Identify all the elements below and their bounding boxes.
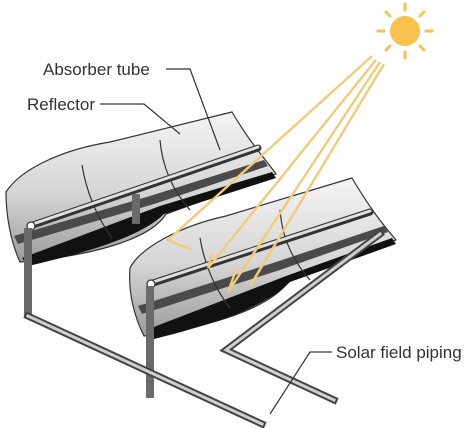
absorber-tube-leader [166, 68, 221, 151]
front-reflector-stripe [146, 238, 396, 340]
front-reflector-stripe [138, 226, 388, 314]
front-trough-row [129, 177, 398, 398]
back-support-post [132, 194, 140, 224]
back-trough-row [5, 111, 277, 316]
absorber-tube-label: Absorber tube [43, 60, 150, 79]
sun-icon [376, 2, 434, 60]
front-segment-divider [199, 237, 231, 309]
reflector-label: Reflector [27, 95, 95, 114]
front-segment-divider [279, 209, 311, 281]
back-reflector-stripe [14, 160, 268, 244]
back-reflector-stripe [22, 172, 276, 266]
reflector-leader [100, 103, 181, 135]
front-absorber-tube-highlight [148, 209, 372, 285]
leader-lines [100, 68, 332, 415]
solar-field-piping-label: Solar field piping [336, 343, 462, 362]
solar-field-piping [23, 229, 385, 428]
sunlight-rays [165, 55, 386, 293]
solar-field-piping-leader [269, 351, 332, 415]
back-absorber-tube-highlight [28, 145, 260, 227]
back-support-post [24, 228, 32, 316]
front-support-post [146, 286, 154, 398]
